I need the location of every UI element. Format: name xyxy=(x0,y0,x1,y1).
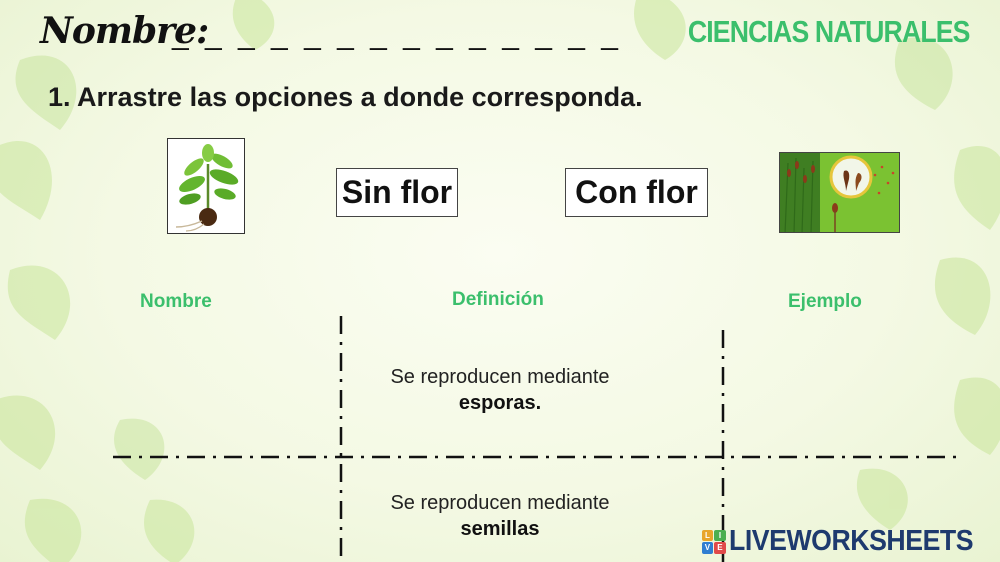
logo-letter: I xyxy=(714,529,726,541)
drop-zone-nombre-row-2[interactable] xyxy=(115,465,330,562)
definition-text: Se reproducen mediante xyxy=(390,366,610,388)
column-header-nombre: Nombre xyxy=(140,291,212,312)
name-input-line: _ _ _ _ _ _ _ _ _ _ _ _ _ _ xyxy=(172,18,622,51)
moss-sporophyte-icon xyxy=(780,153,899,232)
con-flor-option[interactable]: Con flor xyxy=(565,168,708,217)
definition-text: Se reproducen mediante xyxy=(390,492,610,514)
column-header-ejemplo: Ejemplo xyxy=(788,291,862,312)
nombre-label: Nombre: xyxy=(40,10,209,52)
definition-keyword: semillas xyxy=(460,518,540,540)
definition-row-2: Se reproducen mediante semillas xyxy=(350,490,650,542)
liveworksheets-brand[interactable]: L I V E LIVEWORKSHEETS xyxy=(701,525,994,558)
moss-image[interactable] xyxy=(779,152,900,233)
drop-zone-nombre-row-1[interactable] xyxy=(115,320,330,450)
liveworksheets-logo-icon: L I V E xyxy=(701,529,726,554)
seedling-image[interactable] xyxy=(167,138,245,234)
column-header-definicion: Definición xyxy=(452,289,544,310)
instruction-text: 1. Arrastre las opciones a donde corresp… xyxy=(48,82,643,112)
definition-row-1: Se reproducen mediante esporas. xyxy=(350,364,650,416)
brand-name: LIVEWORKSHEETS xyxy=(728,525,974,557)
subject-title: CIENCIAS NATURALES xyxy=(688,14,971,49)
logo-letter: L xyxy=(701,529,714,541)
logo-letter: V xyxy=(701,542,714,554)
logo-letter: E xyxy=(714,542,726,554)
definition-keyword: esporas. xyxy=(458,392,542,414)
seedling-icon xyxy=(175,144,239,232)
drop-zone-ejemplo-row-1[interactable] xyxy=(735,320,965,450)
sin-flor-option[interactable]: Sin flor xyxy=(336,168,458,217)
